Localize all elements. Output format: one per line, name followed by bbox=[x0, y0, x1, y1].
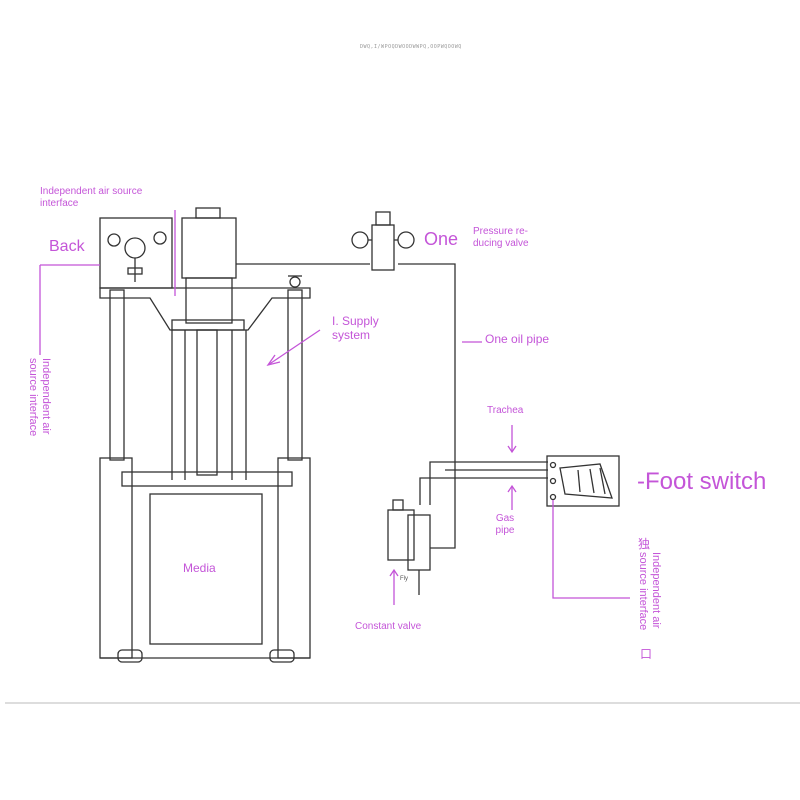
label-air-source-left: Independent air source interface bbox=[26, 358, 52, 437]
press-head bbox=[121, 471, 293, 487]
label-one: One bbox=[424, 229, 459, 249]
oil-pipe bbox=[398, 263, 456, 549]
cylinder bbox=[181, 217, 237, 279]
label-foot-switch: -Foot switch bbox=[637, 468, 767, 495]
label-one-oil-pipe: One oil pipe bbox=[485, 332, 550, 346]
media-box bbox=[149, 493, 263, 645]
right-leg bbox=[277, 457, 311, 659]
label-constant-valve: Constant valve bbox=[355, 621, 422, 632]
constant-valve-body bbox=[387, 509, 415, 561]
label-right-bottom-glyph: 口 bbox=[640, 647, 653, 661]
label-gas-pipe: Gas pipe bbox=[495, 513, 515, 536]
left-column bbox=[109, 289, 125, 461]
gauge-small-icon bbox=[107, 233, 121, 247]
gas-line bbox=[419, 477, 548, 505]
gauge-small-icon bbox=[153, 231, 167, 245]
valve-tag: Fly bbox=[400, 576, 408, 582]
label-supply-system: I. Supply system bbox=[332, 314, 379, 342]
gauge-large-icon bbox=[124, 237, 146, 259]
label-media: Media bbox=[183, 561, 216, 575]
label-trachea: Trachea bbox=[487, 405, 524, 416]
pressure-gauge-icon bbox=[351, 231, 369, 249]
foot-switch-body bbox=[546, 455, 620, 507]
regulator-body bbox=[371, 224, 395, 271]
label-back: Back bbox=[49, 238, 85, 255]
left-leg bbox=[99, 457, 133, 659]
label-right-top-glyph: 独 bbox=[638, 537, 651, 551]
back-panel bbox=[99, 217, 173, 289]
pressure-gauge-icon bbox=[397, 231, 415, 249]
trachea-line bbox=[429, 461, 548, 505]
header-text: DWQ,I/WPOQDWOODWWPQ,OOPWQOOWQ bbox=[360, 44, 462, 50]
top-plate bbox=[99, 287, 311, 331]
right-column bbox=[287, 289, 303, 461]
label-air-source-right: Independent air source interface bbox=[636, 552, 662, 631]
piston-rod bbox=[196, 329, 218, 476]
label-pressure-reducing-valve: Pressure re-ducing valve bbox=[473, 226, 529, 249]
label-air-source-top: Independent air source interface bbox=[40, 186, 143, 209]
